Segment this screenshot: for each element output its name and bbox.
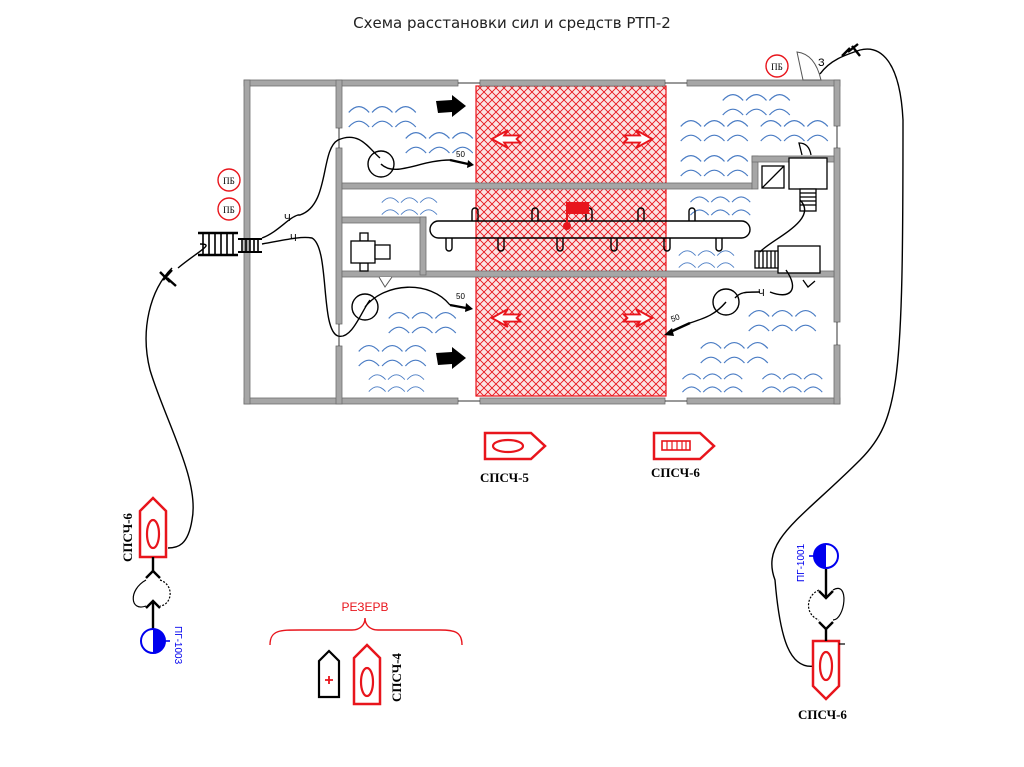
unit-label: СПСЧ-6 xyxy=(120,513,135,562)
pb-marker-icon: ПБ xyxy=(217,197,241,221)
hydrant-pg1003-icon[interactable]: ПГ-1003 xyxy=(140,626,183,665)
doors xyxy=(338,82,838,402)
truck-spsch6-right-icon[interactable]: СПСЧ-6 xyxy=(798,639,847,722)
hydrant-connection-right xyxy=(807,568,845,645)
hose-length-labels: 50 50 50 xyxy=(456,150,682,324)
building-walls xyxy=(243,79,841,405)
equipment-unit-icon xyxy=(788,157,828,190)
equipment-right xyxy=(754,142,828,288)
reserve-group: РЕЗЕРВ xyxy=(269,600,463,646)
truck-spsch5-icon[interactable]: СПСЧ-5 xyxy=(480,431,547,485)
pb-markers: ПБ ПБ ПБ xyxy=(217,54,789,221)
attack-arrow-icon xyxy=(436,95,466,117)
attack-arrow-icon xyxy=(436,347,466,369)
connection-label: З xyxy=(818,57,825,69)
pb-marker-icon: ПБ xyxy=(217,168,241,192)
unit-label: СПСЧ-6 xyxy=(651,465,700,480)
unit-label: СПСЧ-4 xyxy=(389,653,404,702)
hydrant-label: ПГ-1003 xyxy=(172,626,183,665)
attack-arrows xyxy=(436,95,466,369)
pb-marker-icon: ПБ xyxy=(765,54,789,78)
hydrant-label: ПГ-1001 xyxy=(796,543,807,582)
ambulance-icon[interactable] xyxy=(317,649,341,699)
hydrant-connection-left xyxy=(132,557,171,630)
svg-text:ПБ: ПБ xyxy=(223,176,235,186)
hose-length-label: 50 xyxy=(456,150,465,159)
branch-label: Ч xyxy=(284,213,291,224)
diagram-title: Схема расстановки сил и средств РТП-2 xyxy=(353,14,671,32)
hose-length-label: 50 xyxy=(670,312,682,324)
hose-branch-labels: Ч Ч Ч З xyxy=(284,57,825,299)
equipment-machine-icon xyxy=(350,232,391,272)
ladder-icon xyxy=(198,231,262,257)
hose-length-label: 50 xyxy=(456,292,465,301)
equipment-unit-icon xyxy=(777,245,821,274)
truck-spsch4-icon[interactable]: СПСЧ-4 xyxy=(352,643,404,706)
unit-label: СПСЧ-5 xyxy=(480,470,529,485)
reserve-brace xyxy=(269,617,463,646)
unit-label: СПСЧ-6 xyxy=(798,707,847,722)
svg-text:ПБ: ПБ xyxy=(771,62,783,72)
truck-spsch6-ladder-icon[interactable]: СПСЧ-6 xyxy=(651,431,716,480)
truck-spsch6-left-icon[interactable]: СПСЧ-6 xyxy=(120,496,168,562)
reserve-label: РЕЗЕРВ xyxy=(341,600,388,614)
branch-label: Ч xyxy=(758,288,765,299)
svg-text:ПБ: ПБ xyxy=(223,205,235,215)
ventilation-icon xyxy=(378,51,822,288)
hose-lines xyxy=(145,48,904,667)
branching-device-icon xyxy=(159,43,861,287)
hydrant-pg1001-icon[interactable]: ПГ-1001 xyxy=(796,543,839,582)
nozzle-icons xyxy=(449,158,691,336)
fire-source-flag-icon xyxy=(563,202,589,230)
branch-label: Ч xyxy=(290,233,297,244)
